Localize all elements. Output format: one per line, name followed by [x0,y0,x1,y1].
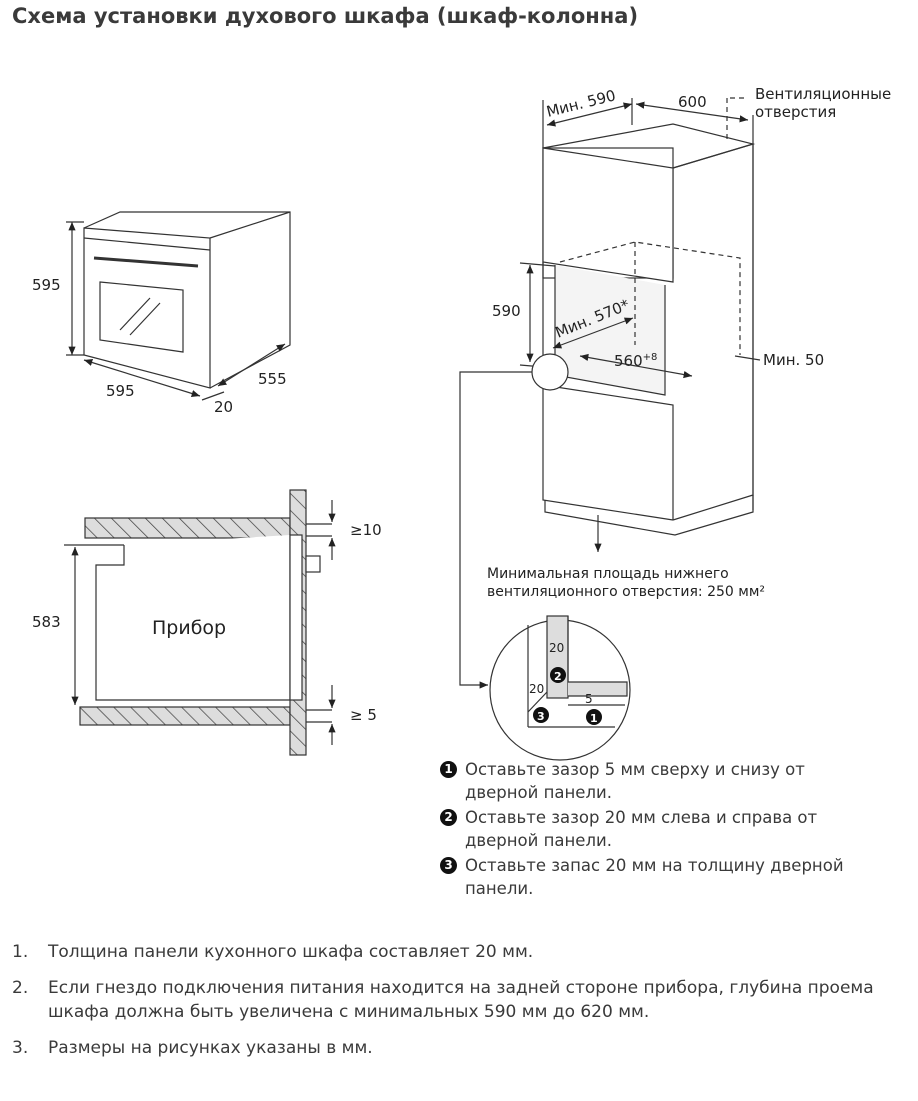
oven-height-label: 595 [32,276,61,294]
svg-text:3: 3 [537,710,545,723]
badge-2-icon [550,667,566,683]
niche-height-label: 590 [492,302,521,320]
niche-width-label: 560+8 [614,352,657,370]
page-title: Схема установки духового шкафа (шкаф-кол… [12,4,639,28]
oven-width-label: 595 [106,382,135,400]
detail-dim-20-top: 20 [549,641,564,655]
detail-dim-5: 5 [585,692,593,706]
section-drawing [64,489,336,756]
oven-depth-label: 555 [258,370,287,388]
min-gap-label: Мин. 50 [763,351,824,369]
badge-3-icon [533,707,549,723]
badge-1-icon [586,709,602,725]
vent-label-line2: отверстия [755,103,836,121]
gap-bottom-label: ≥ 5 [350,706,377,724]
oven-drawing [66,211,291,401]
installation-diagrams: 595 595 555 20 Прибор 583 ≥10 ≥ 5 [32,85,891,761]
badge-3-icon: 3 [440,857,457,874]
min-depth-label: Мин. 590 [545,86,618,121]
svg-text:1: 1 [590,712,598,725]
section-height-label: 583 [32,613,61,631]
cabinet-drawing [459,97,761,761]
badge-1-icon: 1 [440,761,457,778]
appliance-label: Прибор [152,617,226,639]
notes-list: 1.Толщина панели кухонного шкафа составл… [12,940,902,1072]
cabinet-width-label: 600 [678,93,707,111]
vent-area-line1: Минимальная площадь нижнего [487,566,729,582]
note-item: 2.Если гнездо подключения питания находи… [12,978,874,1022]
svg-text:2: 2 [554,670,562,683]
detail-dim-20-left: 20 [529,682,544,696]
vent-area-line2: вентиляционного отверстия: 250 мм² [487,584,765,600]
gap-top-label: ≥10 [350,521,382,539]
oven-door-label: 20 [214,398,233,416]
note-item: 3.Размеры на рисунках указаны в мм. [12,1038,373,1058]
badge-2-icon: 2 [440,809,457,826]
vent-label-line1: Вентиляционные [755,85,891,103]
note-item: 1.Толщина панели кухонного шкафа составл… [12,942,534,962]
